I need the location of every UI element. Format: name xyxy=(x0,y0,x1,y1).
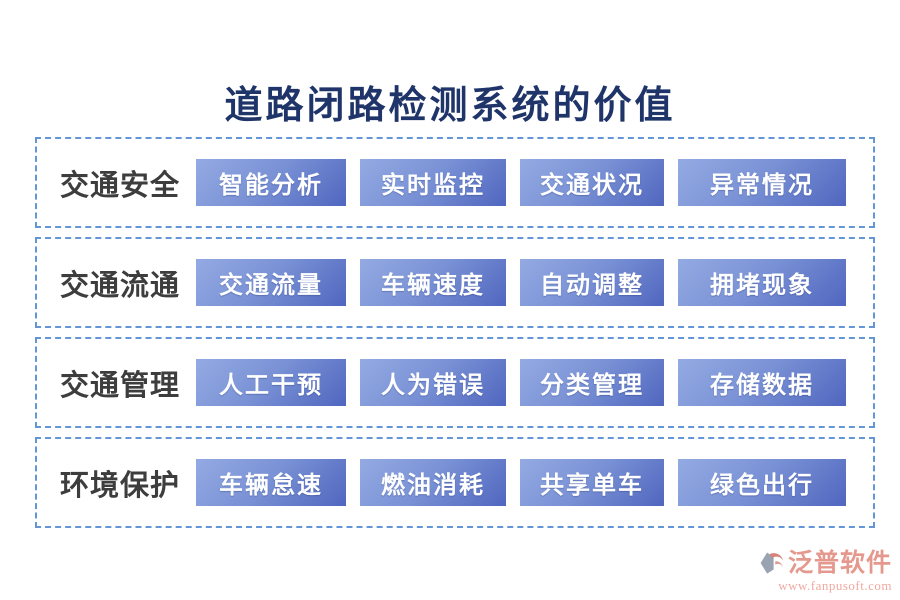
value-chip-list: 交通流量 车辆速度 自动调整 拥堵现象 xyxy=(196,259,846,306)
value-group-environment-protection: 环境保护 车辆怠速 燃油消耗 共享单车 绿色出行 xyxy=(35,437,875,528)
category-label: 交通管理 xyxy=(60,369,181,402)
value-chip: 智能分析 xyxy=(196,159,346,206)
value-chip: 分类管理 xyxy=(520,359,664,406)
value-chip: 交通状况 xyxy=(520,159,664,206)
fanpu-logo-icon xyxy=(759,550,785,576)
page-title: 道路闭路检测系统的价值 xyxy=(224,85,676,127)
value-chip: 共享单车 xyxy=(520,459,664,506)
value-chip: 自动调整 xyxy=(520,259,664,306)
brand-url: www.fanpusoft.com xyxy=(778,578,892,593)
brand-name: 泛普软件 xyxy=(787,549,892,577)
value-chip-list: 车辆怠速 燃油消耗 共享单车 绿色出行 xyxy=(196,459,846,506)
value-chip-list: 智能分析 实时监控 交通状况 异常情况 xyxy=(196,159,846,206)
value-group-traffic-flow: 交通流通 交通流量 车辆速度 自动调整 拥堵现象 xyxy=(35,237,875,328)
value-chip: 拥堵现象 xyxy=(678,259,846,306)
category-label: 交通安全 xyxy=(60,169,181,202)
category-label: 交通流通 xyxy=(60,269,181,302)
value-chip: 人工干预 xyxy=(196,359,346,406)
value-chip: 车辆速度 xyxy=(360,259,506,306)
value-chip: 人为错误 xyxy=(360,359,506,406)
value-group-traffic-management: 交通管理 人工干预 人为错误 分类管理 存储数据 xyxy=(35,337,875,428)
value-chip: 异常情况 xyxy=(678,159,846,206)
value-chip-list: 人工干预 人为错误 分类管理 存储数据 xyxy=(196,359,846,406)
value-chip: 存储数据 xyxy=(678,359,846,406)
value-chip: 车辆怠速 xyxy=(196,459,346,506)
value-group-traffic-safety: 交通安全 智能分析 实时监控 交通状况 异常情况 xyxy=(35,137,875,228)
watermark: 泛普软件 www.fanpusoft.com xyxy=(759,550,892,594)
category-label: 环境保护 xyxy=(60,469,181,502)
value-chip: 交通流量 xyxy=(196,259,346,306)
value-chip: 绿色出行 xyxy=(678,459,846,506)
value-chip: 燃油消耗 xyxy=(360,459,506,506)
value-chip: 实时监控 xyxy=(360,159,506,206)
